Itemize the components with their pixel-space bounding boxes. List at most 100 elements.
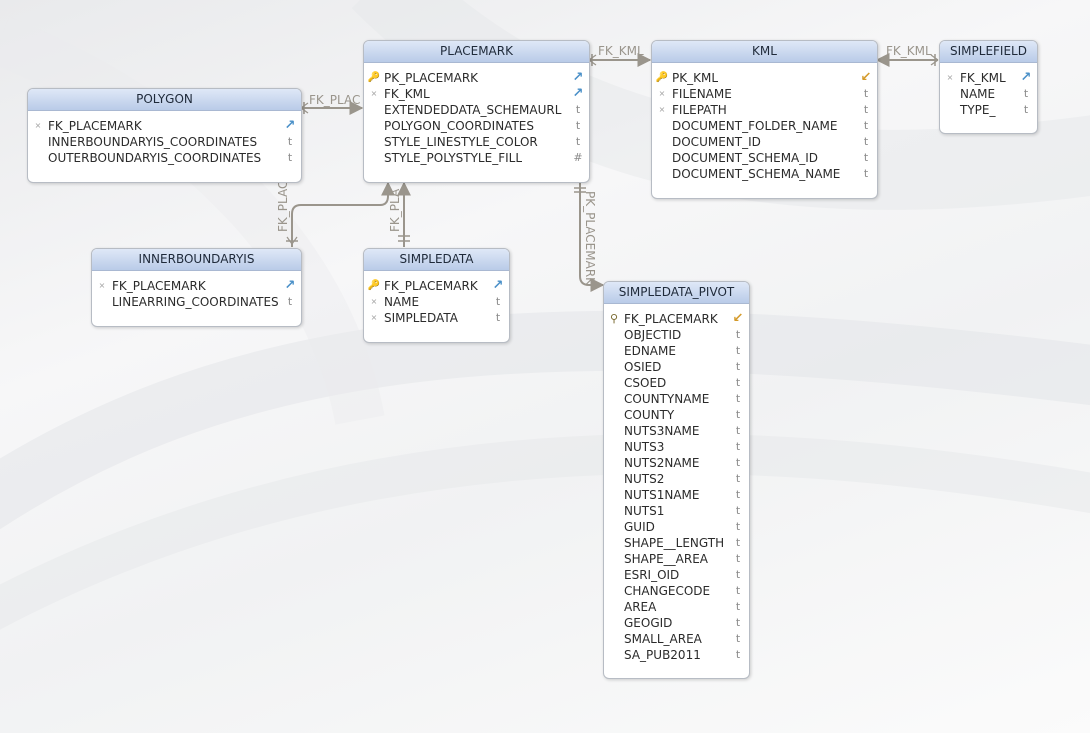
relation-innerboundaryis-placemark[interactable]: FK_PLAC: [276, 181, 395, 247]
column-type-indicator: t: [735, 520, 741, 533]
column-row[interactable]: 🔑PK_PLACEMARK↗: [364, 70, 589, 86]
referenced-key-arrow-icon: ↙: [860, 70, 872, 85]
table-title[interactable]: SIMPLEFIELD: [940, 41, 1037, 63]
column-type-indicator: t: [863, 135, 869, 148]
relation-polygon-placemark[interactable]: FK_PLAC: [300, 93, 364, 115]
column-type-indicator: t: [287, 135, 293, 148]
index-key-icon: ⚲: [609, 312, 619, 325]
column-row[interactable]: ×FK_KML↗: [940, 70, 1037, 86]
column-name: AREA: [624, 600, 657, 614]
relation-pivot-placemark[interactable]: PK_PLACEMARK: [574, 182, 605, 292]
column-name: GUID: [624, 520, 655, 534]
column-name: STYLE_LINESTYLE_COLOR: [384, 135, 538, 149]
column-row[interactable]: ⚲FK_PLACEMARK↙: [604, 311, 749, 327]
relation-label-simplefield-kml: FK_KML: [886, 44, 932, 58]
column-row[interactable]: 🔑FK_PLACEMARK↗: [364, 278, 509, 294]
column-name: FK_KML: [960, 71, 1006, 85]
column-row[interactable]: ×FK_KML↗: [364, 86, 589, 102]
table-title[interactable]: INNERBOUNDARYIS: [92, 249, 301, 271]
column-type-indicator: t: [735, 376, 741, 389]
column-name: DOCUMENT_SCHEMA_ID: [672, 151, 819, 165]
column-row[interactable]: 🔑PK_KML↙: [652, 70, 877, 86]
column-name: NUTS2: [624, 472, 665, 486]
column-name: NUTS3NAME: [624, 424, 700, 438]
table-title[interactable]: PLACEMARK: [364, 41, 589, 63]
table-polygon[interactable]: POLYGON ×FK_PLACEMARK↗INNERBOUNDARYIS_CO…: [27, 88, 302, 183]
column-name: COUNTYNAME: [624, 392, 710, 406]
column-row[interactable]: STYLE_LINESTYLE_COLOR t: [364, 134, 589, 150]
table-title[interactable]: SIMPLEDATA: [364, 249, 509, 271]
relation-label-innerboundaryis-placemark: FK_PLAC: [276, 181, 290, 232]
column-row[interactable]: ×FK_PLACEMARK↗: [28, 118, 301, 134]
table-title[interactable]: POLYGON: [28, 89, 301, 111]
column-name: FILENAME: [672, 87, 732, 101]
table-placemark[interactable]: PLACEMARK 🔑PK_PLACEMARK↗×FK_KML↗EXTENDED…: [363, 40, 590, 183]
column-type-indicator: t: [735, 472, 741, 485]
column-type-indicator: t: [1023, 103, 1029, 116]
table-innerboundaryis[interactable]: INNERBOUNDARYIS ×FK_PLACEMARK↗LINEARRING…: [91, 248, 302, 327]
relation-simpledata-placemark[interactable]: FK_PLA: [388, 181, 411, 247]
column-name: NUTS1: [624, 504, 665, 518]
primary-key-icon: 🔑: [655, 72, 669, 83]
column-row[interactable]: ×FK_PLACEMARK↗: [92, 278, 301, 294]
relation-simplefield-kml[interactable]: FK_KML: [875, 44, 939, 67]
column-type-indicator: t: [735, 456, 741, 469]
column-type-indicator: t: [575, 135, 581, 148]
table-title[interactable]: KML: [652, 41, 877, 63]
column-type-indicator: t: [575, 119, 581, 132]
relation-label-placemark-kml: FK_KML: [598, 44, 644, 58]
column-row[interactable]: GUID t: [604, 519, 749, 535]
foreign-key-arrow-icon: ↗: [1020, 70, 1032, 85]
column-name: LINEARRING_COORDINATES: [112, 295, 279, 309]
column-row[interactable]: STYLE_POLYSTYLE_FILL#: [364, 150, 589, 166]
column-type-indicator: t: [735, 408, 741, 421]
column-type-indicator: t: [575, 103, 581, 116]
column-row[interactable]: TYPE_t: [940, 102, 1037, 118]
table-title[interactable]: SIMPLEDATA_PIVOT: [604, 282, 749, 304]
column-name: FK_PLACEMARK: [624, 312, 718, 326]
column-name: EDNAME: [624, 344, 676, 358]
not-null-icon: ×: [34, 121, 42, 130]
relation-placemark-kml[interactable]: FK_KML: [588, 44, 652, 67]
column-row[interactable]: NUTS2 t: [604, 471, 749, 487]
